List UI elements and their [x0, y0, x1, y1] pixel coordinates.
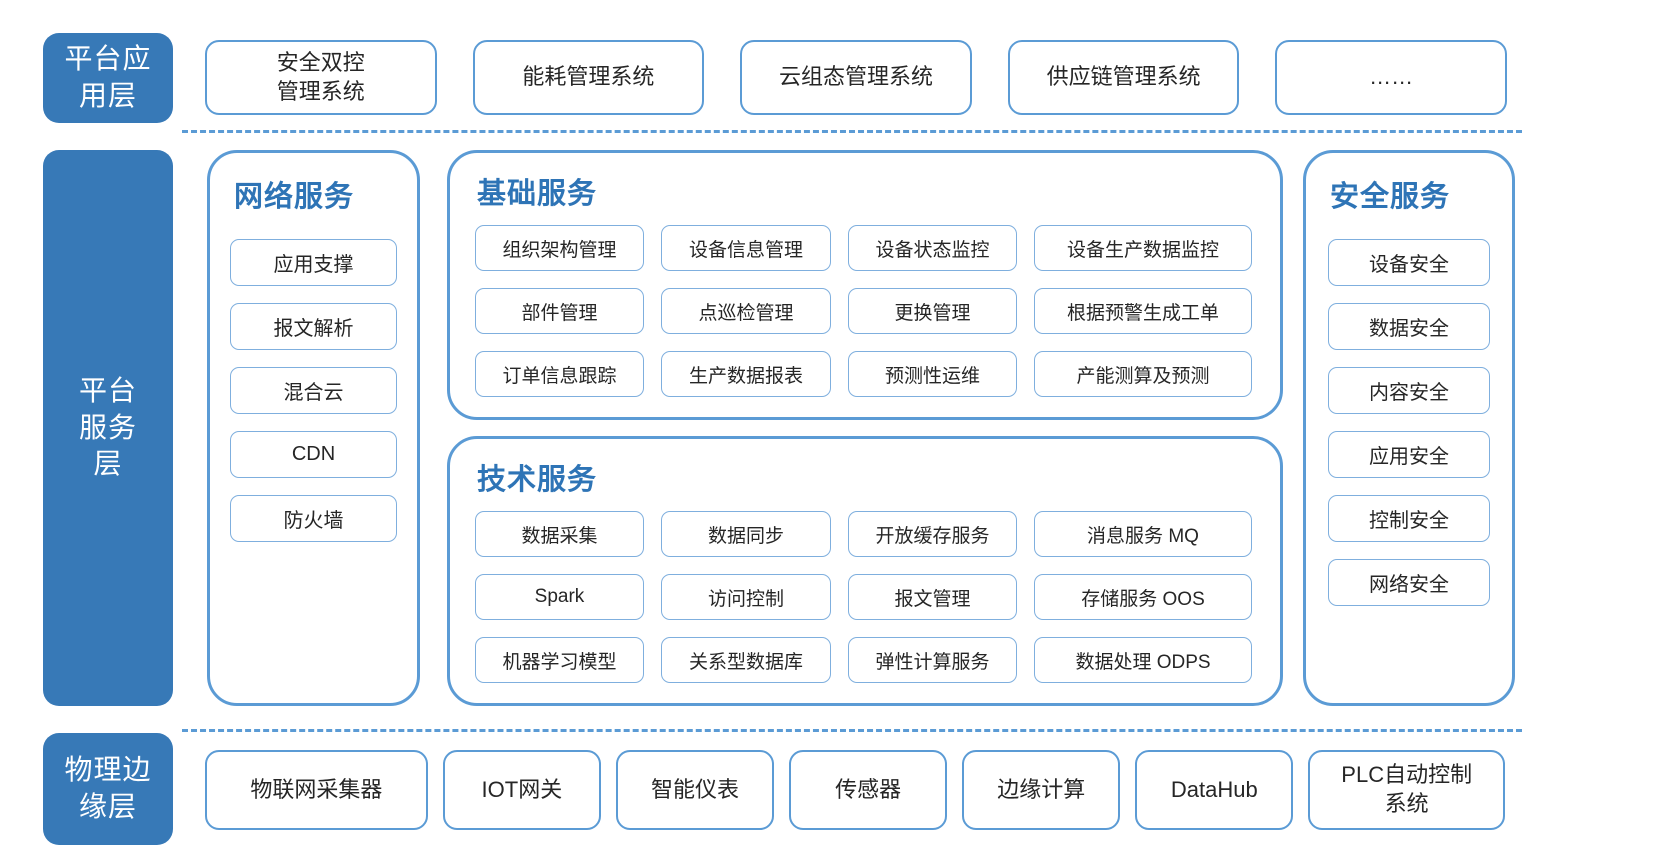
basic-services-grid: 组织架构管理 设备信息管理 设备状态监控 设备生产数据监控 部件管理 点巡检管理… [475, 225, 1280, 397]
basic-services-title: 基础服务 [477, 178, 598, 210]
edge-device-box: PLC自动控制 系统 [1308, 750, 1506, 830]
service-item: 数据安全 [1328, 303, 1490, 350]
edge-device-box: 智能仪表 [615, 750, 775, 830]
service-item: 生产数据报表 [661, 351, 831, 397]
network-services-list: 应用支撑 报文解析 混合云 CDN 防火墙 [210, 239, 417, 542]
service-item: 部件管理 [475, 288, 644, 334]
service-item: 机器学习模型 [475, 637, 644, 683]
edge-device-box: IOT网关 [442, 750, 601, 830]
service-item: 内容安全 [1328, 367, 1490, 414]
app-system-box-ellipsis: …… [1275, 40, 1507, 115]
service-item: 点巡检管理 [661, 288, 831, 334]
service-item: 控制安全 [1328, 495, 1490, 542]
service-item: 设备状态监控 [848, 225, 1017, 271]
service-item: 关系型数据库 [661, 637, 831, 683]
service-item: 开放缓存服务 [848, 511, 1017, 557]
service-item: 根据预警生成工单 [1034, 288, 1252, 334]
service-item: 设备生产数据监控 [1034, 225, 1252, 271]
service-item: 网络安全 [1328, 559, 1490, 606]
edge-device-box: 传感器 [789, 750, 948, 830]
layer-divider-bottom-dashed [182, 729, 1522, 732]
tech-services-title: 技术服务 [477, 464, 598, 496]
edge-device-box: 物联网采集器 [205, 750, 428, 830]
network-services-title: 网络服务 [234, 181, 355, 213]
app-systems-row: 安全双控 管理系统 能耗管理系统 云组态管理系统 供应链管理系统 …… [205, 40, 1507, 115]
service-item: CDN [230, 431, 397, 478]
tech-services-grid: 数据采集 数据同步 开放缓存服务 消息服务 MQ Spark 访问控制 报文管理… [475, 511, 1280, 683]
security-services-panel: 安全服务 设备安全 数据安全 内容安全 应用安全 控制安全 网络安全 [1303, 150, 1515, 706]
edge-devices-row: 物联网采集器 IOT网关 智能仪表 传感器 边缘计算 DataHub PLC自动… [205, 750, 1506, 830]
service-item: 订单信息跟踪 [475, 351, 644, 397]
security-services-title: 安全服务 [1330, 181, 1451, 213]
tech-services-panel: 技术服务 数据采集 数据同步 开放缓存服务 消息服务 MQ Spark 访问控制… [447, 436, 1283, 706]
edge-layer-label: 物理边 缘层 [43, 733, 173, 845]
service-item: 设备信息管理 [661, 225, 831, 271]
service-item: Spark [475, 574, 644, 620]
service-item: 混合云 [230, 367, 397, 414]
service-item: 组织架构管理 [475, 225, 644, 271]
service-item: 防火墙 [230, 495, 397, 542]
security-services-list: 设备安全 数据安全 内容安全 应用安全 控制安全 网络安全 [1306, 239, 1512, 606]
service-item: 应用安全 [1328, 431, 1490, 478]
service-item: 访问控制 [661, 574, 831, 620]
app-system-box: 云组态管理系统 [740, 40, 972, 115]
service-item: 产能测算及预测 [1034, 351, 1252, 397]
service-item: 报文解析 [230, 303, 397, 350]
service-item: 数据同步 [661, 511, 831, 557]
service-item: 数据采集 [475, 511, 644, 557]
service-item: 存储服务 OOS [1034, 574, 1252, 620]
service-item: 弹性计算服务 [848, 637, 1017, 683]
service-layer-label: 平台 服务 层 [43, 150, 173, 706]
service-item: 数据处理 ODPS [1034, 637, 1252, 683]
network-services-panel: 网络服务 应用支撑 报文解析 混合云 CDN 防火墙 [207, 150, 420, 706]
layer-divider-top-dashed [182, 130, 1522, 133]
service-item: 应用支撑 [230, 239, 397, 286]
app-system-box: 安全双控 管理系统 [205, 40, 437, 115]
service-item: 报文管理 [848, 574, 1017, 620]
service-item: 设备安全 [1328, 239, 1490, 286]
app-system-box: 能耗管理系统 [472, 40, 705, 115]
app-system-box: 供应链管理系统 [1007, 40, 1240, 115]
service-item: 预测性运维 [848, 351, 1017, 397]
basic-services-panel: 基础服务 组织架构管理 设备信息管理 设备状态监控 设备生产数据监控 部件管理 … [447, 150, 1283, 420]
app-layer-label: 平台应 用层 [43, 33, 173, 123]
service-item: 消息服务 MQ [1034, 511, 1252, 557]
edge-device-box: DataHub [1135, 750, 1294, 830]
edge-device-box: 边缘计算 [962, 750, 1121, 830]
service-item: 更换管理 [848, 288, 1017, 334]
